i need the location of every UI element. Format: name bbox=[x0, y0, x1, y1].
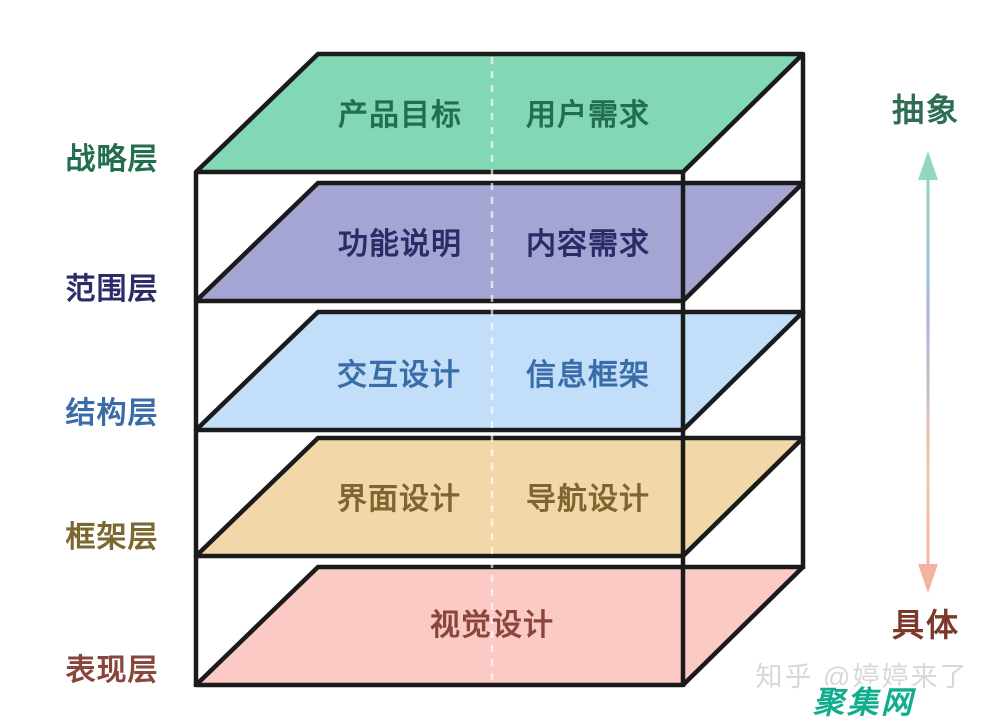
skeleton-cell-interface-design: 界面设计 bbox=[337, 483, 461, 516]
up-arrowhead-icon bbox=[918, 151, 938, 180]
side-label-scope-layer: 范围层 bbox=[66, 273, 159, 306]
axis-label-abstract: 抽象 bbox=[892, 92, 960, 128]
axis-label-concrete: 具体 bbox=[892, 607, 960, 643]
scope-cell-functional-specs: 功能说明 bbox=[338, 228, 462, 261]
zhihu-watermark: 知乎 @婷婷来了 bbox=[756, 662, 969, 692]
down-arrowhead-icon bbox=[918, 564, 938, 593]
strategy-cell-product-goals: 产品目标 bbox=[338, 99, 462, 132]
side-label-skeleton-layer: 框架层 bbox=[66, 521, 159, 554]
strategy-cell-user-needs: 用户需求 bbox=[526, 99, 650, 132]
side-label-surface-layer: 表现层 bbox=[66, 654, 159, 687]
side-label-strategy-layer: 战略层 bbox=[66, 143, 159, 176]
scope-cell-content-requirements: 内容需求 bbox=[526, 228, 650, 261]
skeleton-cell-navigation-design: 导航设计 bbox=[526, 482, 650, 516]
side-label-structure-layer: 结构层 bbox=[66, 397, 159, 430]
site-watermark: 聚集网 bbox=[812, 685, 917, 720]
structure-cell-information-architecture: 信息框架 bbox=[526, 358, 650, 392]
structure-cell-interaction-design: 交互设计 bbox=[337, 358, 461, 392]
surface-cell-visual-design: 视觉设计 bbox=[430, 609, 554, 642]
